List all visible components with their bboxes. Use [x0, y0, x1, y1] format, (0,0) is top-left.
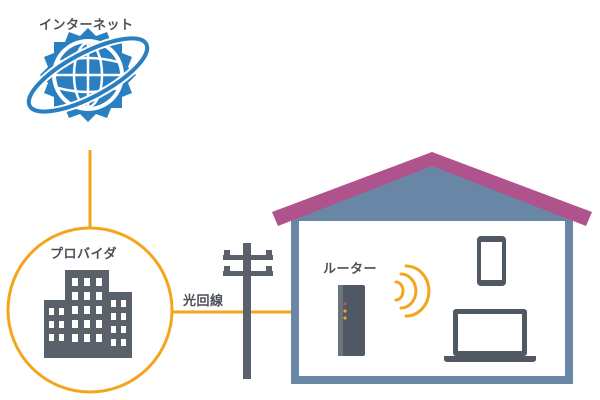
- house-icon: [272, 152, 592, 384]
- laptop-icon: [444, 309, 536, 362]
- provider-label: プロバイダ: [50, 247, 117, 262]
- router-icon: [338, 285, 365, 356]
- globe-icon: [24, 28, 152, 122]
- router-label: ルーター: [323, 262, 378, 277]
- wifi-icon: [394, 264, 431, 318]
- internet-label: インターネット: [39, 18, 134, 33]
- office-building-icon: [44, 270, 132, 358]
- smartphone-icon: [477, 236, 506, 286]
- utility-pole-icon: [223, 243, 273, 379]
- fiber-line-label: 光回線: [183, 294, 224, 309]
- roof: [272, 152, 592, 226]
